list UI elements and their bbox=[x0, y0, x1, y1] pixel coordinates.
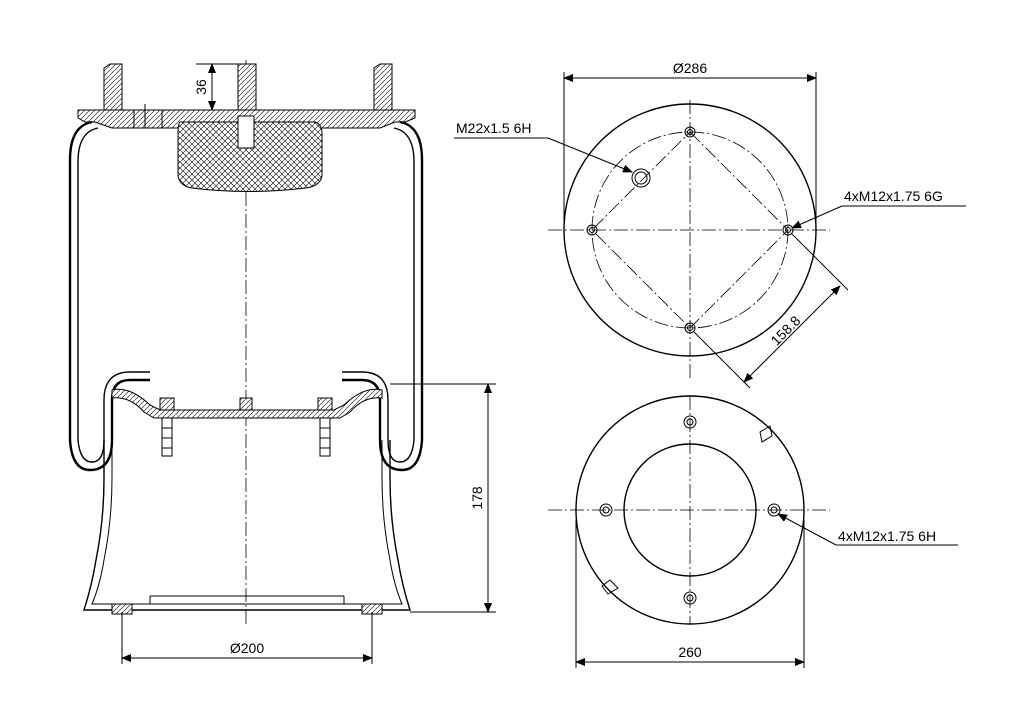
rubber-bellows bbox=[68, 120, 424, 472]
callout-port-thread-label: M22x1.5 6H bbox=[456, 120, 531, 136]
dim-height-top-label: 36 bbox=[193, 79, 209, 95]
callout-top-studs: 4xM12x1.75 6G bbox=[791, 188, 966, 229]
callout-top-studs-label: 4xM12x1.75 6G bbox=[844, 188, 943, 204]
dim-diameter-top-label: Ø286 bbox=[673, 60, 707, 76]
side-view: 36 178 Ø200 bbox=[68, 60, 496, 664]
dim-height-bottom: 178 bbox=[390, 383, 496, 613]
dim-diameter-bottom: Ø200 bbox=[121, 612, 373, 664]
dim-height-bottom-label: 178 bbox=[469, 486, 485, 510]
dim-width-bottom: 260 bbox=[575, 520, 805, 668]
top-view: Ø286 M22x1.5 6H 4xM12x1.75 6G 158.8 bbox=[454, 60, 966, 389]
callout-port-thread: M22x1.5 6H bbox=[454, 120, 633, 173]
top-right-stud bbox=[373, 63, 393, 111]
dim-width-bottom-label: 260 bbox=[678, 644, 702, 660]
dim-height-top: 36 bbox=[193, 63, 238, 111]
dim-bolt-circle: 158.8 bbox=[693, 233, 849, 389]
dim-bolt-circle-label: 158.8 bbox=[767, 312, 803, 348]
callout-bottom-threads: 4xM12x1.75 6H bbox=[777, 513, 958, 546]
dim-diameter-bottom-label: Ø200 bbox=[230, 640, 264, 656]
bottom-view: 260 4xM12x1.75 6H bbox=[548, 395, 958, 668]
top-left-stud bbox=[103, 63, 123, 111]
piston bbox=[83, 388, 411, 615]
air-fitting bbox=[237, 63, 257, 111]
piston-bolts bbox=[159, 397, 333, 457]
dim-diameter-top: Ø286 bbox=[563, 60, 817, 230]
bottom-threads bbox=[599, 415, 781, 605]
top-studs bbox=[586, 126, 794, 334]
callout-bottom-threads-label: 4xM12x1.75 6H bbox=[838, 528, 936, 544]
rubber-bumper bbox=[177, 121, 323, 192]
air-port bbox=[631, 168, 651, 188]
